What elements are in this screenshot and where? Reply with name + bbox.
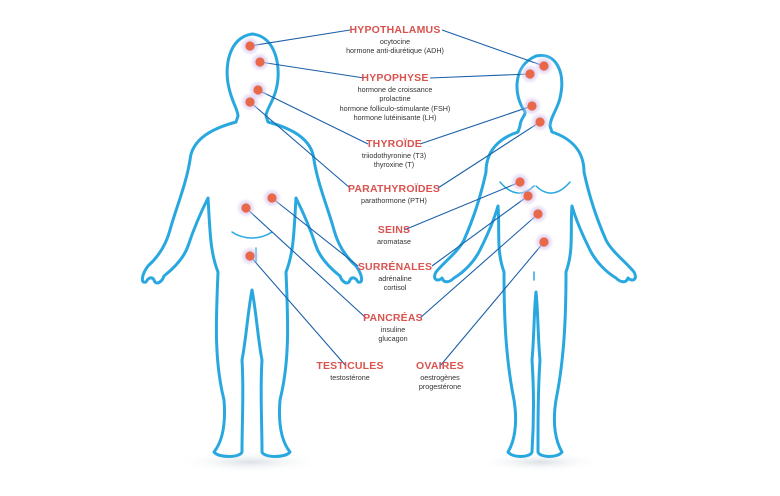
label-thyroide: THYROÏDE triiodothyronine (T3) thyroxine…: [362, 138, 426, 170]
connector-seins-female: [403, 181, 521, 231]
label-hormone: glucagon: [378, 334, 408, 344]
gland-hypophyse-male: [249, 51, 271, 73]
gland-hypothalamus-male: [239, 35, 261, 57]
label-pancreas: PANCRÉAS insuline glucagon: [363, 312, 423, 344]
gland-pancreas-male: [235, 197, 257, 219]
gland-ovaires-female: [533, 231, 555, 253]
connector-surrenales-male: [271, 197, 359, 267]
label-title: PARATHYROÏDES: [347, 183, 441, 195]
label-ovaires: OVAIRES oestrogènes progestérone: [416, 360, 464, 392]
female-floor-shadow: [475, 452, 605, 472]
label-hormone: hormone anti-diurétique (ADH): [346, 46, 444, 56]
connector-hypophyse-female: [429, 73, 531, 79]
label-hypophyse: HYPOPHYSE hormone de croissance prolacti…: [340, 72, 451, 123]
label-title: SEINS: [377, 224, 411, 236]
label-hormone: cortisol: [383, 283, 407, 293]
label-surrenales: SURRÉNALES adrénaline cortisol: [358, 261, 432, 293]
connector-pancreas-male: [245, 207, 367, 319]
connector-parathyroides-male: [249, 101, 351, 189]
label-title: PANCRÉAS: [363, 312, 423, 324]
gland-markers: [235, 35, 555, 267]
label-hormone: progestérone: [418, 382, 462, 392]
label-hormone: hormone folliculo-stimulante (FSH): [339, 103, 451, 113]
label-title: HYPOPHYSE: [361, 72, 429, 84]
connector-testicules-male: [249, 255, 347, 367]
label-hypothalamus: HYPOTHALAMUS ocytocine hormone anti-diur…: [346, 24, 444, 56]
label-testicules: TESTICULES testostérone: [316, 360, 383, 382]
connector-ovaires-female: [439, 241, 545, 367]
label-hormone: thyroxine (T): [373, 160, 415, 170]
connector-pancreas-female: [419, 213, 539, 319]
connector-surrenales-female: [431, 195, 529, 267]
gland-pancreas-female: [527, 203, 549, 225]
gland-surrenales-male: [261, 187, 283, 209]
label-hormone: prolactine: [379, 94, 411, 104]
gland-hypophyse-female: [519, 63, 541, 85]
label-parathyroides: PARATHYROÏDES parathormone (PTH): [348, 183, 440, 205]
label-title: THYROÏDE: [366, 138, 422, 150]
connector-lines: [245, 29, 545, 367]
label-hormone: aromatase: [377, 237, 411, 246]
label-title: SURRÉNALES: [357, 261, 433, 273]
gland-surrenales-female: [517, 185, 539, 207]
connector-hypothalamus-female: [441, 29, 545, 67]
gland-parathyroides-female: [529, 111, 551, 133]
gland-testicules-male: [239, 245, 261, 267]
label-hormone: testostérone: [330, 373, 370, 382]
label-hormone: ocytocine: [379, 37, 411, 46]
label-title: TESTICULES: [316, 360, 384, 372]
label-title: OVAIRES: [416, 360, 464, 372]
connector-hypophyse-male: [259, 61, 365, 79]
connector-thyroide-female: [419, 105, 533, 145]
label-hormone: insuline: [380, 325, 406, 334]
label-hormone: adrénaline: [378, 274, 412, 283]
label-title: HYPOTHALAMUS: [349, 24, 441, 36]
label-hormone: triiodothyronine (T3): [361, 151, 427, 160]
label-hormone: parathormone (PTH): [361, 196, 427, 205]
label-seins: SEINS aromatase: [377, 224, 411, 246]
male-floor-shadow: [175, 451, 325, 473]
connector-hypothalamus-male: [249, 29, 351, 47]
label-hormone: hormone de croissance: [357, 85, 433, 94]
connector-thyroide-male: [257, 89, 369, 145]
connector-parathyroides-female: [437, 121, 541, 189]
label-hormone: hormone lutéinisante (LH): [353, 113, 437, 123]
label-hormone: oestrogènes: [420, 373, 460, 382]
gland-parathyroides-male: [239, 91, 261, 113]
